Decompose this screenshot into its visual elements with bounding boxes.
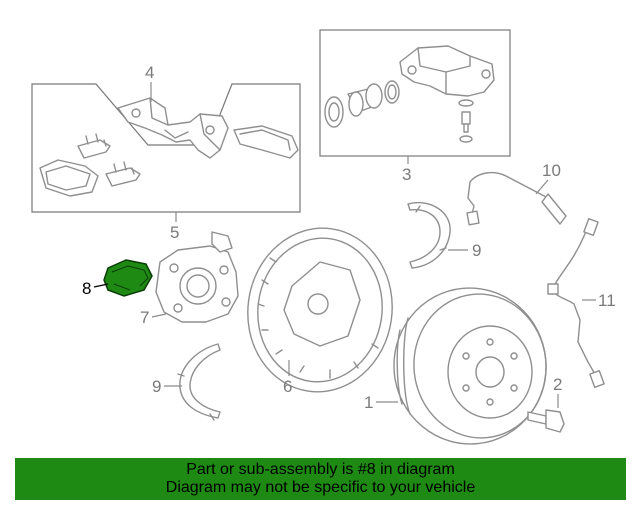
callout-1-label: 1 (364, 393, 373, 412)
backing-plate-drawing (247, 227, 393, 393)
caliper-bracket-drawing (117, 97, 229, 159)
callout-7-leader (151, 313, 167, 318)
callout-4-label: 4 (145, 63, 154, 82)
bolt-drawing (527, 409, 565, 433)
bleeder-parts-drawing (458, 99, 474, 143)
callout-3-label: 3 (402, 165, 411, 184)
callout-9-lower-label: 9 (152, 377, 161, 396)
callout-5-label: 5 (170, 223, 179, 242)
highlighted-part-8-drawing (103, 259, 153, 297)
callout-6-label: 6 (283, 377, 292, 396)
caliper-drawing (399, 45, 495, 97)
info-banner: Part or sub-assembly is #8 in diagram Di… (15, 458, 626, 500)
brake-pad-right-drawing (233, 125, 299, 159)
parking-shoe-lower-drawing (177, 343, 221, 421)
callout-10-label: 10 (542, 161, 561, 180)
callout-7-label: 7 (140, 308, 149, 327)
callout-2-label: 2 (553, 375, 562, 394)
parking-shoe-upper-drawing (407, 202, 451, 269)
callout-8-label: 8 (82, 279, 91, 298)
rotor-drawing (393, 287, 547, 445)
callout-8-leader (93, 283, 109, 288)
callout-10-leader (535, 179, 549, 195)
callout-9-upper-label: 9 (472, 241, 481, 260)
pad-clips-drawing (77, 133, 141, 187)
abs-sensor-drawing (547, 218, 605, 388)
callout-11-label: 11 (598, 291, 616, 310)
banner-line-1: Part or sub-assembly is #8 in diagram (186, 461, 455, 478)
pad-group-box (31, 83, 301, 213)
banner-line-2: Diagram may not be specific to your vehi… (165, 479, 476, 496)
caliper-piston-seal-drawing (324, 80, 400, 128)
caliper-group-box (319, 29, 511, 157)
brake-pad-left-drawing (39, 159, 99, 197)
knuckle-drawing (155, 231, 239, 323)
brake-hose-drawing (466, 171, 567, 226)
